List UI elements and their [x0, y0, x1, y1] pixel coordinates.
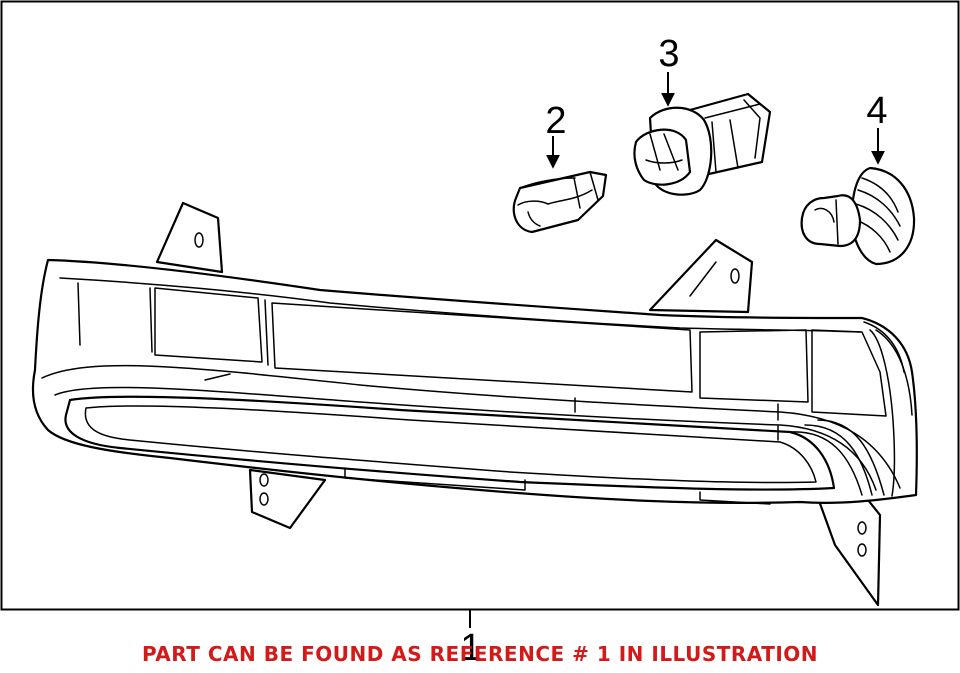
socket-part-3 — [633, 92, 772, 196]
reference-caption: PART CAN BE FOUND AS REFERENCE # 1 IN IL… — [141, 642, 819, 666]
callout-number-4: 4 — [866, 90, 887, 132]
callout-number-2: 2 — [545, 100, 566, 142]
lamp-housing — [31, 201, 918, 607]
socket-part-4 — [800, 166, 916, 266]
bulb-part-2 — [512, 170, 608, 234]
callout-number-3: 3 — [658, 33, 679, 75]
illustration-frame — [0, 0, 960, 611]
callout-number-1: 1 — [460, 627, 481, 669]
